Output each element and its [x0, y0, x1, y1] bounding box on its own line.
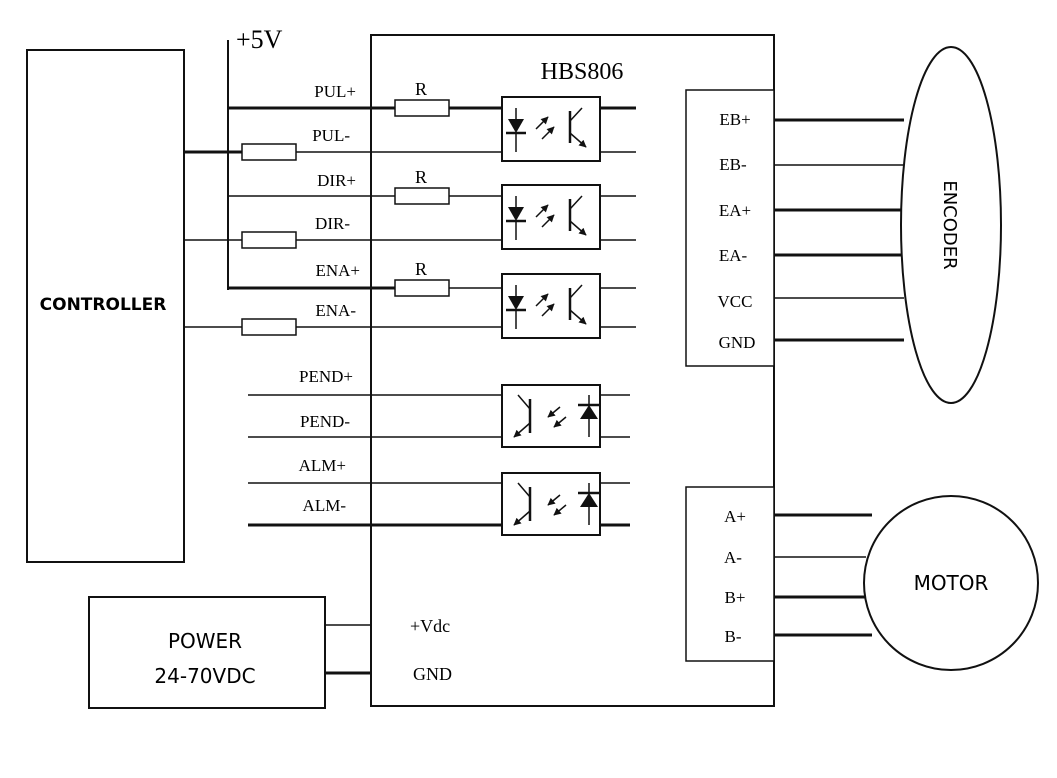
encoder-pin-eb-plus: EB+ — [719, 110, 750, 129]
motor-pin-b-plus: B+ — [725, 588, 746, 607]
driver-model: HBS806 — [541, 59, 624, 85]
label-dir-plus: DIR+ — [317, 171, 356, 190]
encoder-label: ENCODER — [939, 180, 960, 269]
label-pul-minus: PUL- — [312, 126, 350, 145]
resistors — [241, 99, 450, 336]
resistor-label-2: R — [415, 167, 427, 187]
opto-pend — [501, 384, 601, 448]
resistor-label-1: R — [415, 79, 427, 99]
label-pend-minus: PEND- — [300, 412, 350, 431]
label-ena-minus: ENA- — [315, 301, 356, 320]
resistor-pul-minus — [241, 143, 297, 161]
label-dir-minus: DIR- — [315, 214, 350, 233]
motor-label: MOTOR — [914, 571, 989, 595]
opto-pul — [501, 96, 601, 162]
resistor-dir-plus — [394, 187, 450, 205]
encoder-pin-labels: EB+ EB- EA+ EA- VCC GND — [718, 110, 756, 352]
resistor-ena-plus — [394, 279, 450, 297]
power-voltage: 24-70VDC — [154, 664, 255, 688]
vdc-label: +Vdc — [410, 616, 450, 636]
supply-label: +5V — [236, 25, 283, 54]
opto-dir — [501, 184, 601, 250]
encoder-pin-eb-minus: EB- — [719, 155, 747, 174]
resistor-label-3: R — [415, 259, 427, 279]
encoder-wires — [774, 118, 904, 342]
driver-gnd-label: GND — [413, 664, 452, 684]
encoder-ellipse — [900, 46, 1002, 404]
power-label: POWER — [168, 629, 242, 653]
controller-box — [26, 49, 185, 563]
resistor-ena-minus — [241, 318, 297, 336]
encoder-connector — [685, 89, 775, 367]
motor-circle — [863, 495, 1039, 671]
opto-ena — [501, 273, 601, 339]
motor-pin-labels: A+ A- B+ B- — [724, 507, 746, 646]
label-alm-plus: ALM+ — [299, 456, 346, 475]
label-alm-minus: ALM- — [303, 496, 347, 515]
controller-label: CONTROLLER — [40, 295, 167, 315]
opto-alm — [501, 472, 601, 536]
motor-wires — [774, 513, 872, 637]
encoder-pin-ea-minus: EA- — [719, 246, 748, 265]
output-labels: PEND+ PEND- ALM+ ALM- — [299, 367, 353, 515]
motor-pin-b-minus: B- — [725, 627, 742, 646]
encoder-pin-gnd: GND — [719, 333, 756, 352]
input-labels: PUL+ PUL- DIR+ DIR- ENA+ ENA- — [312, 82, 360, 320]
label-pul-plus: PUL+ — [314, 82, 356, 101]
encoder-pin-ea-plus: EA+ — [719, 201, 751, 220]
motor-connector — [685, 486, 775, 662]
encoder-pin-vcc: VCC — [718, 292, 753, 311]
label-pend-plus: PEND+ — [299, 367, 353, 386]
label-ena-plus: ENA+ — [315, 261, 360, 280]
power-box — [88, 596, 326, 709]
resistor-pul-plus — [394, 99, 450, 117]
motor-pin-a-minus: A- — [724, 548, 742, 567]
motor-pin-a-plus: A+ — [724, 507, 746, 526]
resistor-dir-minus — [241, 231, 297, 249]
